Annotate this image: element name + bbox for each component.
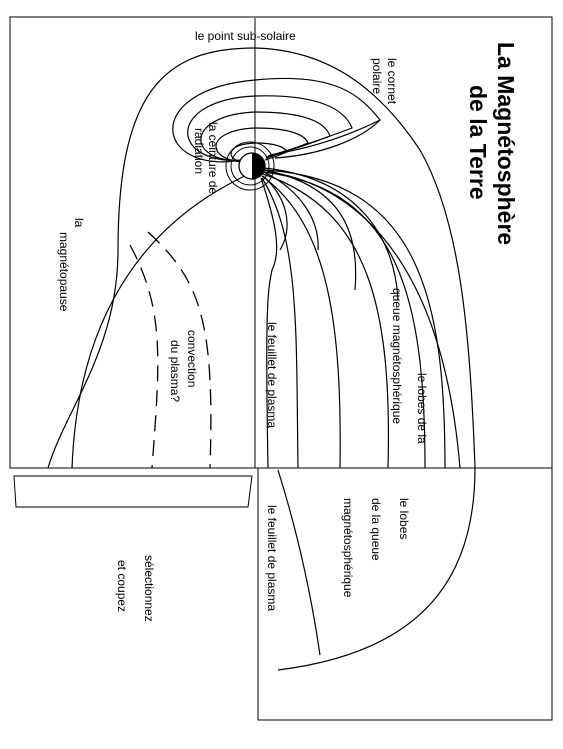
- tail-lobes-label-bottom-1: le lobes: [397, 498, 411, 539]
- convection-label-1: convection: [185, 330, 199, 387]
- title-line-2: de la Terre: [465, 85, 491, 200]
- convection-label-2: du plasma?: [168, 340, 182, 402]
- title-line-1: La Magnétosphère: [493, 42, 519, 245]
- tail-lobes-label-top-1: le lobes de la: [415, 373, 429, 444]
- panel-outlines: [9, 16, 553, 721]
- glue-tab-outline: [13, 475, 253, 508]
- magnetopause-label-1: la: [72, 218, 86, 228]
- polar-cusp-label-2: polaire: [370, 58, 384, 94]
- radiation-belt-label-1: la ceinture de: [206, 122, 220, 194]
- subsolar-point-label: le point sub-solaire: [195, 29, 296, 43]
- tail-field-lines: [260, 167, 446, 656]
- tail-lobes-label-bottom-3: magnétosphérique: [341, 498, 355, 598]
- plasma-sheet-label-top: le feuillet de plasma: [265, 322, 279, 428]
- lower-panel-outline: [257, 467, 553, 721]
- instructions-label-1: sélectionnez: [142, 555, 156, 622]
- convection-dashed-lines: [129, 231, 212, 469]
- magnetopause-label-2: magnétopause: [57, 232, 71, 312]
- instructions-label-2: et coupez: [115, 560, 129, 612]
- radiation-belt-label-2: radiation: [192, 128, 206, 174]
- polar-cusp-label-1: le cornet: [385, 58, 399, 105]
- plasma-sheet-label-bottom: le feuillet de plasma: [265, 505, 279, 611]
- tail-lobes-label-top-2: queue magnétosphérique: [390, 288, 404, 424]
- tail-lobes-label-bottom-2: de la queue: [369, 498, 383, 561]
- earth: [225, 141, 275, 191]
- magnetopause-boundary: [47, 47, 476, 671]
